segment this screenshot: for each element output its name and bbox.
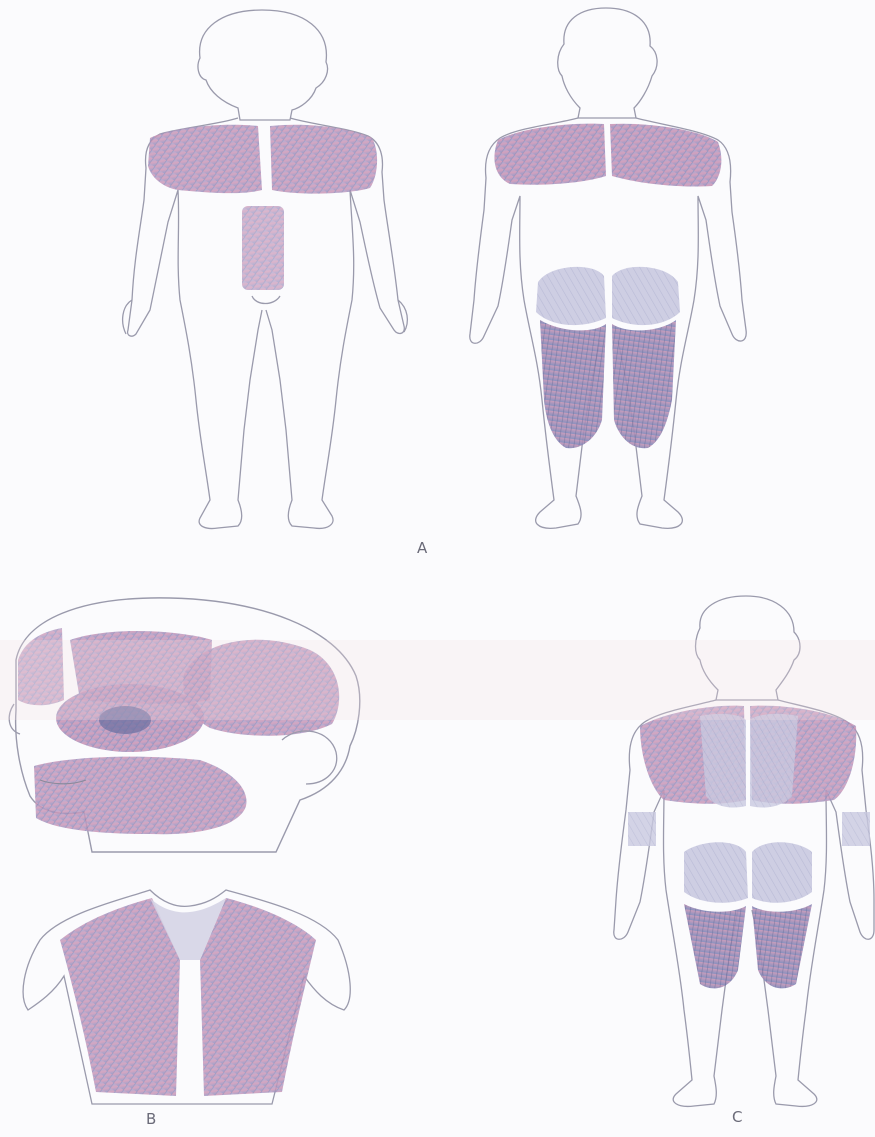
panel-label-b: B xyxy=(146,1110,156,1128)
panel-a-back-figure xyxy=(470,8,746,528)
panel-b-shoulders xyxy=(23,890,350,1104)
scan-smudge xyxy=(0,640,875,720)
panel-b-head xyxy=(9,598,360,852)
panel-label-c: C xyxy=(732,1108,742,1126)
panel-label-a: A xyxy=(417,539,427,557)
panel-a-front-muscles xyxy=(148,125,377,290)
panel-a-back-muscles xyxy=(494,124,721,449)
